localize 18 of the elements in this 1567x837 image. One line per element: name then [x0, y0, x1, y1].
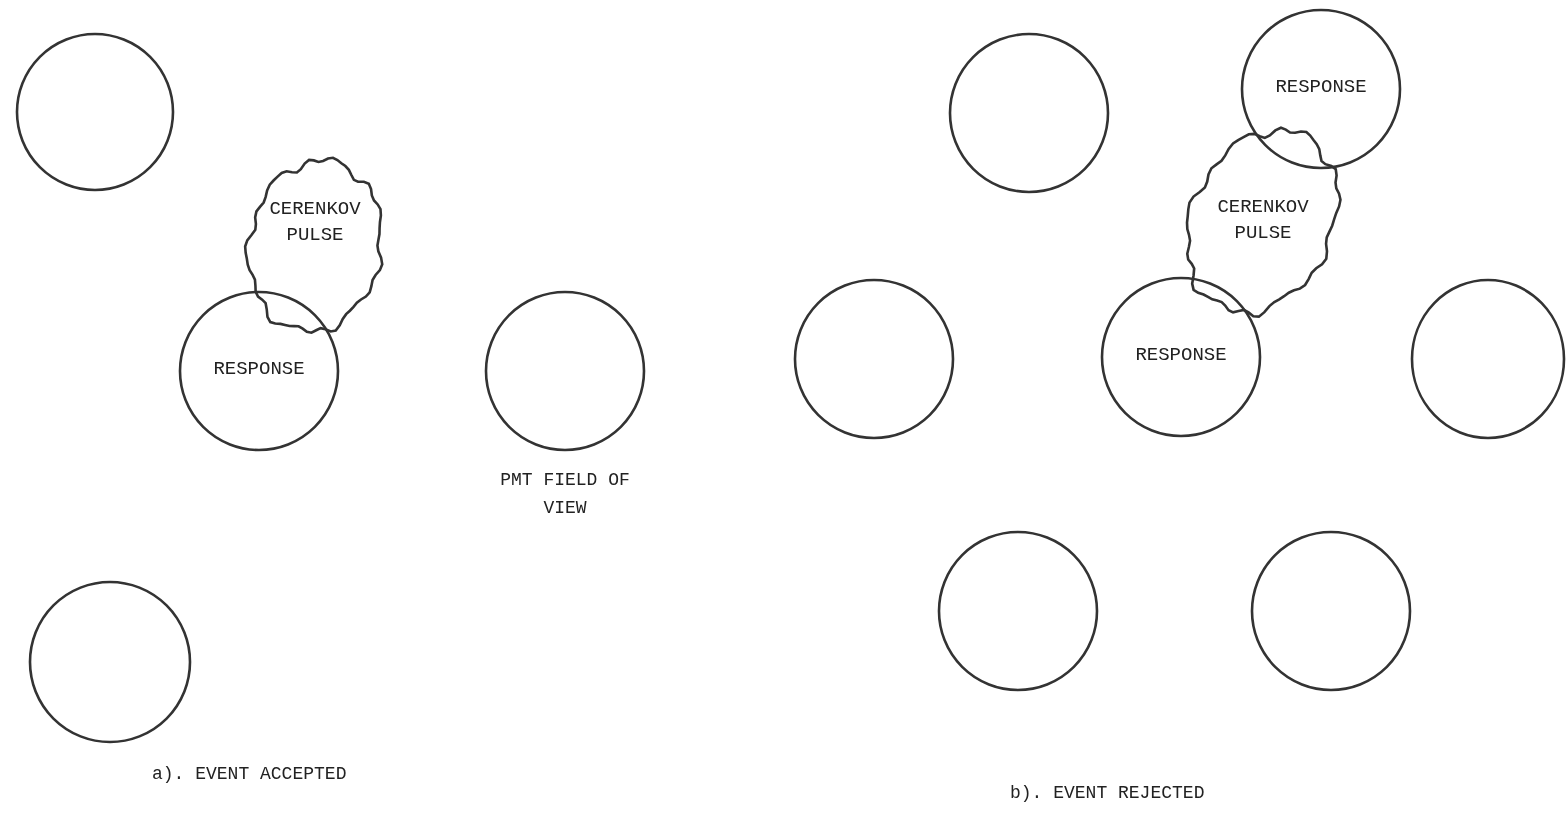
response-label: RESPONSE: [1134, 343, 1228, 368]
detector-circle: [1250, 530, 1412, 692]
detector-circle: [793, 278, 955, 440]
pulse-label: CERENKOV PULSE: [268, 197, 362, 248]
detector-circle: [1410, 278, 1566, 440]
response-label: RESPONSE: [212, 357, 306, 382]
detector-circle: [1240, 8, 1402, 170]
detector-circle: [15, 32, 175, 192]
detector-circle: [948, 32, 1110, 194]
detector-circle: [937, 530, 1099, 692]
panel-caption: b). EVENT REJECTED: [1010, 783, 1205, 803]
panel-caption: a). EVENT ACCEPTED: [152, 764, 347, 784]
pulse-label: CERENKOV PULSE: [1216, 195, 1310, 246]
response-label: RESPONSE: [1274, 75, 1368, 100]
detector-circle: [178, 290, 340, 452]
field-caption: PMT FIELD OF VIEW: [500, 469, 630, 520]
detector-circle: [28, 580, 192, 744]
detector-circle: [1100, 276, 1262, 438]
